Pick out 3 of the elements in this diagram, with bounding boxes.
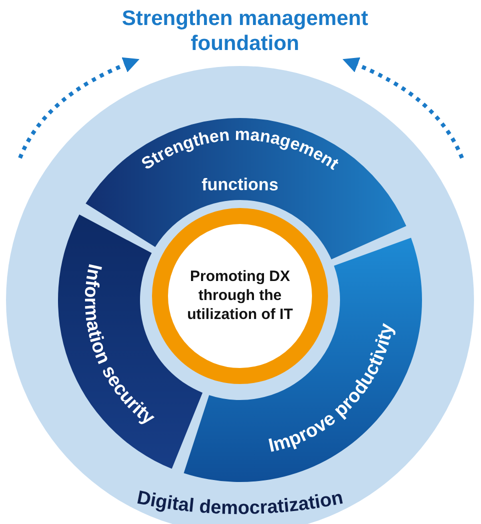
- ring-label: Digital democratization: [135, 487, 345, 520]
- heading: Strengthen management foundation: [120, 6, 370, 56]
- center-label: Promoting DX through the utilization of IT: [186, 267, 294, 324]
